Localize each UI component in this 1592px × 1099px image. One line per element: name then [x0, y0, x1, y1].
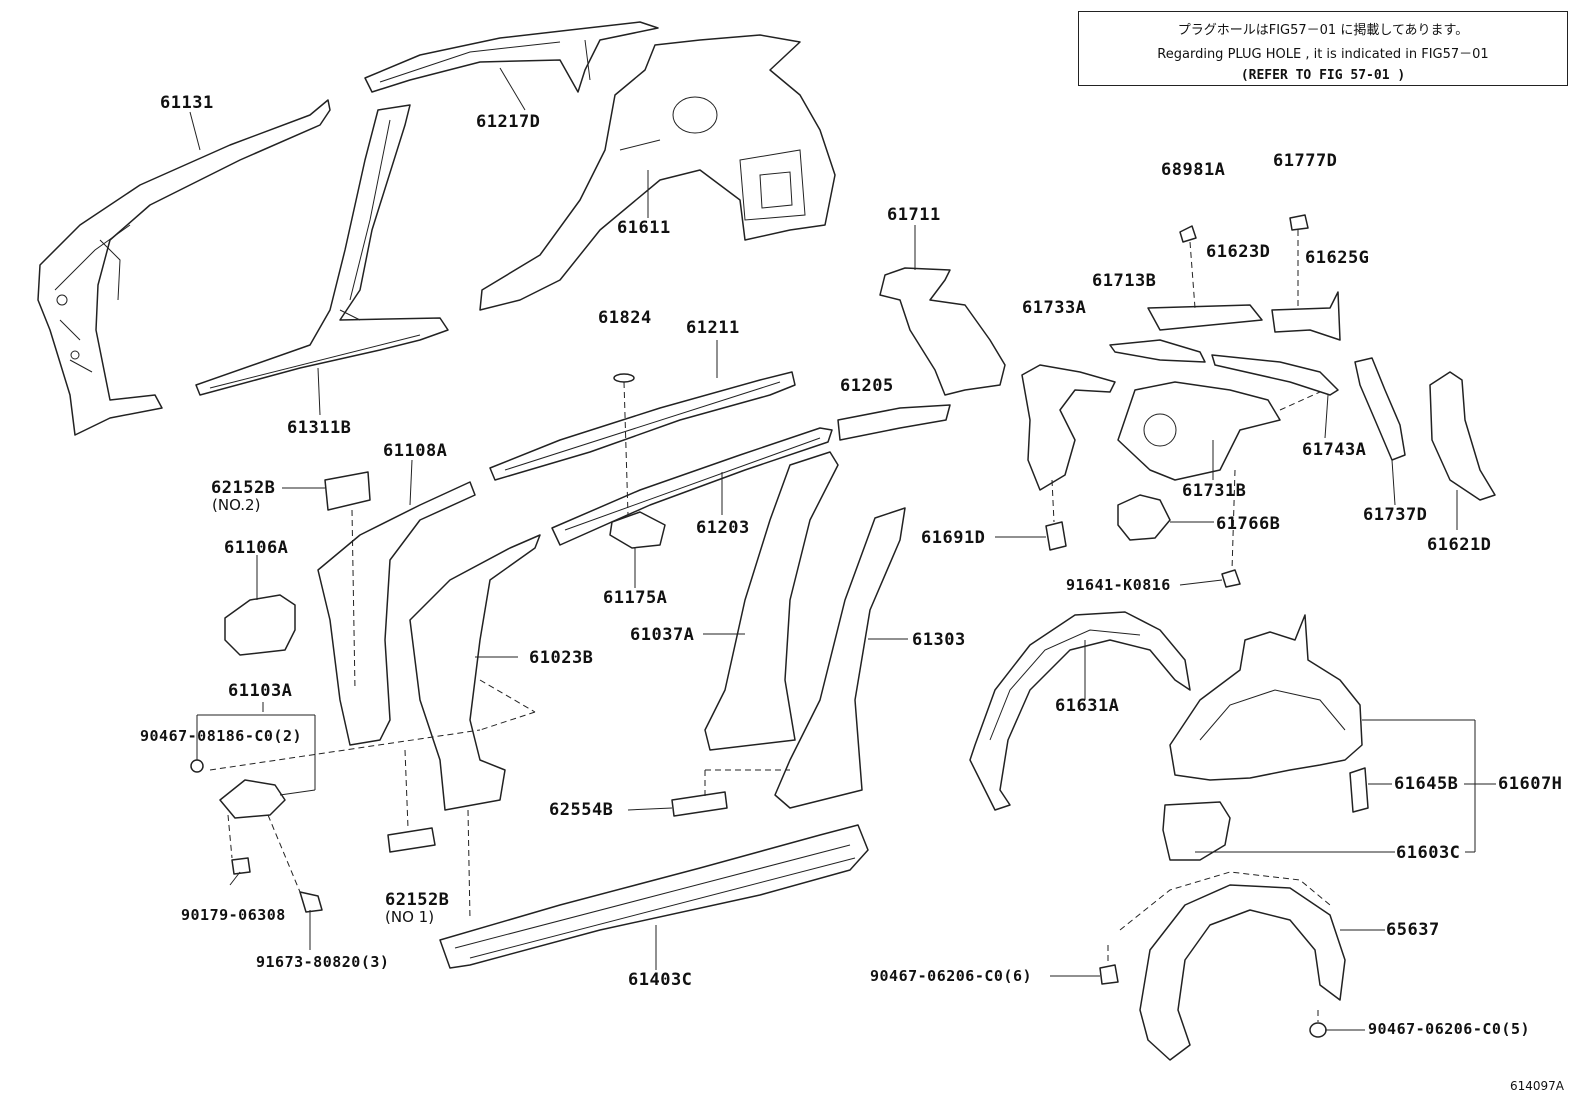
- label-61205[interactable]: 61205: [840, 376, 894, 396]
- label-61611[interactable]: 61611: [617, 218, 671, 238]
- label-61824[interactable]: 61824: [598, 308, 652, 328]
- part-61711-drawing: [879, 267, 1006, 396]
- label-61625G[interactable]: 61625G: [1305, 248, 1370, 268]
- label-61607H[interactable]: 61607H: [1498, 774, 1563, 794]
- label-61621D[interactable]: 61621D: [1427, 535, 1492, 555]
- part-65637-drawing: [1119, 871, 1346, 1061]
- part-61645B-drawing: [1349, 767, 1369, 813]
- note-refer-text: (REFER TO FIG 57-01 ): [1240, 68, 1406, 83]
- label-61106A[interactable]: 61106A: [224, 538, 289, 558]
- part-61603C-drawing: [1162, 801, 1231, 861]
- label-61777D[interactable]: 61777D: [1273, 151, 1338, 171]
- clip-90467-06206-5-drawing: [1309, 1022, 1327, 1038]
- label-61023B[interactable]: 61023B: [529, 648, 594, 668]
- part-61621D-drawing: [1429, 371, 1496, 501]
- label-90179-06308[interactable]: 90179-06308: [181, 906, 286, 924]
- label-61217D[interactable]: 61217D: [476, 112, 541, 132]
- part-61203-drawing: [551, 427, 833, 546]
- label-61733A[interactable]: 61733A: [1022, 298, 1087, 318]
- part-61607H-drawing: [1169, 614, 1363, 781]
- label-61737D[interactable]: 61737D: [1363, 505, 1428, 525]
- note-english-text: Regarding PLUG HOLE , it is indicated in…: [1157, 47, 1489, 62]
- figure-id: 614097A: [1510, 1079, 1565, 1093]
- label-61713B[interactable]: 61713B: [1092, 271, 1157, 291]
- label-61731B[interactable]: 61731B: [1182, 481, 1247, 501]
- label-61131[interactable]: 61131: [160, 93, 214, 113]
- label-62152B-no2-qualifier: (NO.2): [212, 496, 261, 514]
- label-90467-06206-C0-6[interactable]: 90467-06206-C0(6): [870, 967, 1033, 985]
- label-61403C[interactable]: 61403C: [628, 970, 693, 990]
- part-68981A-drawing: [1179, 225, 1197, 243]
- label-61203[interactable]: 61203: [696, 518, 750, 538]
- label-61175A[interactable]: 61175A: [603, 588, 668, 608]
- label-61631A[interactable]: 61631A: [1055, 696, 1120, 716]
- part-61631A-drawing: [969, 611, 1191, 811]
- part-61737D-drawing: [1354, 357, 1406, 461]
- label-91673-80820[interactable]: 91673-80820(3): [256, 953, 390, 971]
- label-61103A[interactable]: 61103A: [228, 681, 293, 701]
- part-61766B-drawing: [1117, 494, 1171, 541]
- part-61108A-drawing: [317, 481, 476, 746]
- part-61623D-drawing: [1147, 304, 1263, 331]
- dashed-guide-lines: [209, 230, 1321, 1022]
- label-61603C[interactable]: 61603C: [1396, 843, 1461, 863]
- part-61691D-drawing: [1045, 521, 1067, 551]
- part-61217D-drawing: [364, 21, 659, 93]
- part-61713B-drawing: [1109, 339, 1206, 363]
- label-65637[interactable]: 65637: [1386, 920, 1440, 940]
- label-61623D[interactable]: 61623D: [1206, 242, 1271, 262]
- label-62152B-no1-qualifier: (NO 1): [385, 908, 435, 926]
- label-61311B[interactable]: 61311B: [287, 418, 352, 438]
- bolt-91673-drawing: [299, 891, 323, 913]
- part-61103A-drawing: [219, 779, 286, 819]
- part-61731B-hole: [1143, 413, 1177, 447]
- bolt-91641-drawing: [1221, 569, 1241, 588]
- part-61403C-drawing: [439, 824, 869, 969]
- label-62152B-no1[interactable]: 62152B: [385, 890, 450, 910]
- leader-lines: [189, 67, 1496, 1031]
- note-japanese-text: プラグホールはFIG57－01 に掲載してあります。: [1177, 23, 1469, 38]
- part-62554B-drawing: [671, 791, 728, 817]
- part-61106A-drawing: [224, 594, 296, 656]
- label-61645B[interactable]: 61645B: [1394, 774, 1459, 794]
- reference-note-box: プラグホールはFIG57－01 に掲載してあります。 Regarding PLU…: [1078, 11, 1568, 86]
- part-61311B-drawing: [195, 104, 449, 396]
- part-61023B-drawing: [409, 534, 541, 811]
- label-61037A[interactable]: 61037A: [630, 625, 695, 645]
- label-61303[interactable]: 61303: [912, 630, 966, 650]
- part-61175A-drawing: [609, 511, 666, 549]
- part-61777D-drawing: [1289, 214, 1309, 231]
- label-61108A[interactable]: 61108A: [383, 441, 448, 461]
- part-61733A-drawing: [1021, 364, 1116, 491]
- part-61611-drawing: [479, 34, 836, 311]
- part-61824-drawing: [613, 373, 635, 383]
- label-61211[interactable]: 61211: [686, 318, 740, 338]
- part-62152B-no1-drawing: [387, 827, 436, 853]
- part-61303-drawing: [774, 507, 906, 809]
- clip-90467-08186-drawing: [190, 759, 204, 773]
- part-61211-drawing: [489, 371, 796, 481]
- part-61131-drawing: [37, 99, 331, 436]
- clip-90467-06206-6-drawing: [1099, 964, 1119, 985]
- part-61743A-drawing: [1211, 354, 1339, 396]
- label-91641-K0816[interactable]: 91641-K0816: [1066, 576, 1171, 594]
- label-90467-08186-C0[interactable]: 90467-08186-C0(2): [140, 727, 303, 745]
- nut-90179-drawing: [231, 857, 251, 875]
- label-62152B-no2[interactable]: 62152B: [211, 478, 276, 498]
- part-61205-drawing: [837, 404, 951, 441]
- part-61037A-drawing: [704, 451, 839, 751]
- part-62152B-no2-drawing: [324, 471, 371, 511]
- label-68981A[interactable]: 68981A: [1161, 160, 1226, 180]
- label-61691D[interactable]: 61691D: [921, 528, 986, 548]
- part-61625G-drawing: [1271, 291, 1341, 341]
- label-61766B[interactable]: 61766B: [1216, 514, 1281, 534]
- label-61711[interactable]: 61711: [887, 205, 941, 225]
- label-61743A[interactable]: 61743A: [1302, 440, 1367, 460]
- part-61731B-drawing: [1117, 381, 1281, 481]
- label-90467-06206-C0-5[interactable]: 90467-06206-C0(5): [1368, 1020, 1531, 1038]
- label-62554B[interactable]: 62554B: [549, 800, 614, 820]
